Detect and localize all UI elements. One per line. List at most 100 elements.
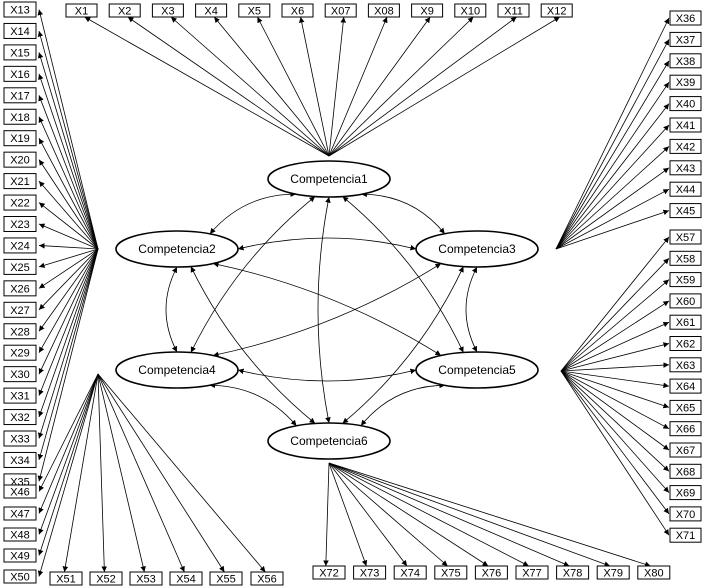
indicator-label: X80 <box>644 568 664 580</box>
loading-arrow-x75 <box>328 462 448 567</box>
loading-arrow-x34 <box>37 248 99 461</box>
indicator-box <box>3 387 37 404</box>
indicator-label: X19 <box>10 133 30 145</box>
indicator-x6: X6 <box>281 3 314 18</box>
indicator-box <box>669 138 702 154</box>
indicator-x65: X65 <box>669 399 702 415</box>
indicator-x45: X45 <box>669 203 702 219</box>
loading-arrow-x53 <box>97 373 146 573</box>
indicator-x74: X74 <box>393 565 427 580</box>
indicator-box <box>3 1 37 18</box>
indicator-label: X39 <box>676 77 696 89</box>
indicator-x9: X9 <box>411 3 444 18</box>
indicator-x67: X67 <box>669 442 702 458</box>
indicator-box <box>3 344 37 361</box>
indicator-x42: X42 <box>669 138 702 154</box>
loading-arrow-x56 <box>97 373 266 573</box>
indicator-x17: X17 <box>3 87 37 104</box>
indicator-label: X31 <box>10 391 30 403</box>
indicator-label: X5 <box>248 6 261 18</box>
indicator-x77: X77 <box>515 565 549 580</box>
loading-arrow-x25 <box>38 248 99 268</box>
indicator-x08: X08 <box>367 3 400 18</box>
indicator-x56: X56 <box>250 571 284 586</box>
indicator-box <box>669 229 702 245</box>
indicator-box <box>3 280 37 297</box>
indicator-box <box>209 571 243 586</box>
indicator-x70: X70 <box>669 506 702 522</box>
loading-arrow-x48 <box>38 373 99 535</box>
indicator-label: X43 <box>676 163 696 175</box>
indicator-x2: X2 <box>108 3 141 18</box>
loading-arrow-x59 <box>560 279 670 372</box>
indicator-label: X2 <box>118 6 131 18</box>
indicator-x57: X57 <box>669 229 702 245</box>
construct-label: Competencia4 <box>138 363 216 377</box>
correlation-c4-c5 <box>237 368 417 382</box>
indicator-x43: X43 <box>669 160 702 176</box>
indicator-x28: X28 <box>3 323 37 340</box>
indicator-box <box>3 409 37 426</box>
loading-arrow-x28 <box>38 248 99 332</box>
indicator-label: X49 <box>10 551 30 563</box>
loading-arrow-x52 <box>97 373 108 573</box>
indicator-box <box>3 22 37 39</box>
correlation-c1-c3 <box>361 191 446 234</box>
indicator-x5: X5 <box>238 3 271 18</box>
indicator-x44: X44 <box>669 181 702 197</box>
indicator-label: X53 <box>136 574 156 586</box>
indicator-box <box>540 3 573 18</box>
indicator-label: X38 <box>676 56 696 68</box>
loading-arrow-x65 <box>560 370 670 409</box>
construct-label: Competencia6 <box>290 434 368 448</box>
indicator-box <box>497 3 530 18</box>
loading-arrow-x44 <box>555 188 670 250</box>
indicator-label: X78 <box>563 568 583 580</box>
indicator-box <box>367 3 400 18</box>
loading-arrow-x26 <box>38 248 99 289</box>
indicator-label: X48 <box>10 530 30 542</box>
indicator-label: X73 <box>360 568 380 580</box>
indicator-box <box>669 250 702 266</box>
indicator-label: X51 <box>56 574 76 586</box>
indicator-x55: X55 <box>209 571 243 586</box>
indicator-label: X65 <box>676 402 696 414</box>
loading-arrow-x39 <box>555 81 670 250</box>
loading-arrow-x38 <box>555 60 670 250</box>
construct-label: Competencia3 <box>438 242 516 256</box>
loading-arrow-x78 <box>328 462 570 567</box>
indicator-x29: X29 <box>3 344 37 361</box>
indicator-box <box>3 237 37 254</box>
correlation-c2-c3 <box>237 237 417 251</box>
loading-arrow-x64 <box>560 370 670 389</box>
indicator-box <box>3 366 37 383</box>
loading-arrow-x2 <box>127 16 330 157</box>
indicator-x53: X53 <box>129 571 163 586</box>
indicator-x36: X36 <box>669 10 702 26</box>
indicator-x24: X24 <box>3 237 37 254</box>
indicator-box <box>3 527 37 542</box>
indicator-x19: X19 <box>3 130 37 147</box>
indicator-box <box>669 293 702 309</box>
indicator-x68: X68 <box>669 463 702 479</box>
indicator-label: X45 <box>676 206 696 218</box>
indicator-box <box>3 569 37 584</box>
indicator-label: X59 <box>676 275 696 287</box>
indicator-label: X70 <box>676 509 696 521</box>
indicator-x48: X48 <box>3 527 37 542</box>
indicator-box <box>312 565 346 580</box>
construct-label: Competencia2 <box>138 242 216 256</box>
indicator-x61: X61 <box>669 314 702 330</box>
correlation-c1-c2 <box>209 191 297 235</box>
indicator-x4: X4 <box>195 3 228 18</box>
indicator-box <box>669 506 702 522</box>
indicator-label: X54 <box>176 574 196 586</box>
indicator-box <box>669 421 702 437</box>
indicator-label: X79 <box>603 568 623 580</box>
indicator-box <box>669 357 702 373</box>
indicator-x34: X34 <box>3 451 37 468</box>
indicator-label: X08 <box>374 6 394 18</box>
indicator-label: X50 <box>10 572 30 584</box>
loading-arrow-x27 <box>38 248 99 311</box>
indicator-label: X42 <box>676 141 696 153</box>
